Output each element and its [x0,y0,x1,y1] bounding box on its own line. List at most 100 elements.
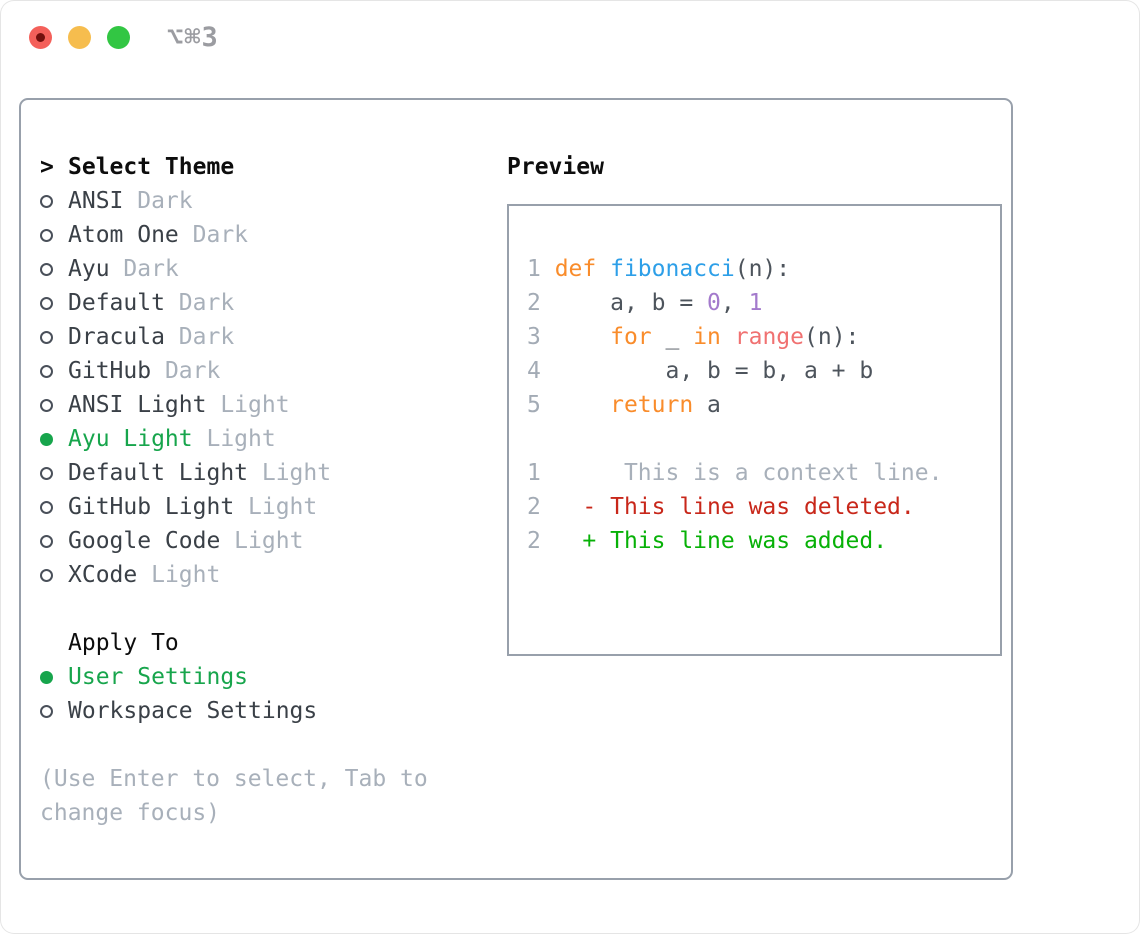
theme-option-xcode[interactable]: XCode Light [40,558,476,592]
theme-option-google-code[interactable]: Google Code Light [40,524,476,558]
radio-unselected-icon [40,228,53,242]
radio-unselected-icon [40,296,53,310]
line-number: 5 [527,392,555,418]
minimize-button[interactable] [68,26,91,49]
radio-selected-icon [40,432,53,446]
code-line: 2 a, b = 0, 1 [527,286,1000,320]
radio-unselected-icon [40,364,53,378]
code-token [555,392,610,418]
code-token: _ [651,324,694,350]
code-token [721,324,735,350]
radio-cell [40,670,68,684]
radio-unselected-icon [40,262,53,276]
apply-to-header-row: Apply To [40,626,476,660]
radio-cell [40,296,68,310]
line-number: 1 [527,460,555,486]
variant-tag: Dark [164,324,235,350]
gap [40,592,476,626]
variant-tag: Light [234,494,318,520]
titlebar: ⌥⌘3 [0,0,1140,74]
variant-tag: Dark [151,358,221,384]
variant-tag: Light [220,528,304,554]
radio-cell [40,398,68,412]
option-label: ANSI Light [68,392,207,418]
variant-tag: Dark [164,290,235,316]
variant-tag: Dark [178,222,249,248]
option-label: Atom One [68,222,179,248]
code-token: 1 [748,290,763,316]
radio-unselected-icon [40,500,53,514]
line-number: 2 [527,494,555,520]
option-label: Dracula [68,324,165,350]
code-token [596,256,610,282]
code-token: a [693,392,721,418]
theme-option-github[interactable]: GitHub Dark [40,354,476,388]
apply-option-user-settings[interactable]: User Settings [40,660,476,694]
radio-cell [40,330,68,344]
variant-tag: Light [248,460,332,486]
preview-column: Preview 1 def fibonacci(n):2 a, b = 0, 1… [507,150,1002,656]
theme-option-ansi[interactable]: ANSI Dark [40,184,476,218]
radio-selected-icon [40,670,53,684]
theme-option-ansi-light[interactable]: ANSI Light Light [40,388,476,422]
radio-unselected-icon [40,194,53,208]
option-label: User Settings [68,664,249,690]
code-token: + This line was added. [554,528,888,554]
variant-tag: Light [206,392,290,418]
code-line: 4 a, b = b, a + b [527,354,1000,388]
window-title: ⌥⌘3 [167,22,219,53]
code-line: 1 def fibonacci(n): [527,252,1000,286]
radio-cell [40,432,68,446]
option-label: GitHub [68,358,152,384]
traffic-lights [29,26,130,49]
line-number: 2 [527,528,555,554]
theme-option-atom-one[interactable]: Atom One Dark [40,218,476,252]
option-label: Ayu Light [68,426,193,452]
radio-cell [40,568,68,582]
theme-option-github-light[interactable]: GitHub Light Light [40,490,476,524]
radio-unselected-icon [40,466,53,480]
code-token: 0 [707,290,721,316]
option-label: GitHub Light [68,494,235,520]
radio-cell [40,466,68,480]
code-line: 1 This is a context line. [527,456,1000,490]
line-number: 3 [527,324,555,350]
code-token: fibonacci [610,256,735,282]
close-button[interactable] [29,26,52,49]
theme-option-ayu[interactable]: Ayu Dark [40,252,476,286]
code-token: - This line was deleted. [554,494,915,520]
theme-option-default[interactable]: Default Dark [40,286,476,320]
code-token [555,324,610,350]
radio-unselected-icon [40,330,53,344]
option-label: Default Light [68,460,249,486]
radio-cell [40,534,68,548]
line-number: 1 [527,256,555,282]
variant-tag: Light [192,426,276,452]
variant-tag: Dark [123,188,193,214]
code-token: a, b = [554,290,708,316]
zoom-button[interactable] [107,26,130,49]
unsaved-dot-icon [36,33,45,42]
theme-option-default-light[interactable]: Default Light Light [40,456,476,490]
code-token: in [693,324,721,350]
apply-to-heading: Apply To [68,630,179,656]
radio-cell [40,500,68,514]
option-label: Workspace Settings [68,698,318,724]
theme-option-dracula[interactable]: Dracula Dark [40,320,476,354]
theme-option-ayu-light[interactable]: Ayu Light Light [40,422,476,456]
theme-list-header-row: >Select Theme [40,150,476,184]
apply-option-workspace-settings[interactable]: Workspace Settings [40,694,476,728]
hint-text: (Use Enter to select, Tab to change focu… [40,766,428,826]
line-number [527,426,555,452]
radio-cell [40,704,68,718]
code-token: a, b = b, a + b [554,358,874,384]
radio-cell [40,194,68,208]
option-label: Google Code [68,528,221,554]
line-number: 2 [527,290,555,316]
